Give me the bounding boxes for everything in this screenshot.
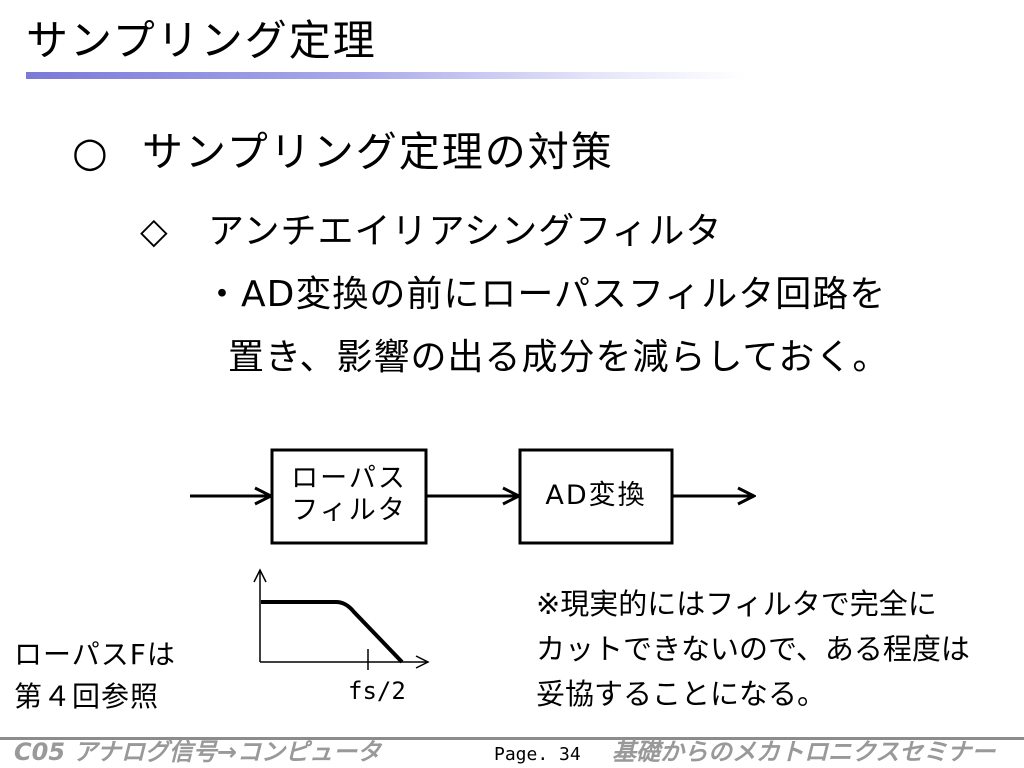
title-underline bbox=[26, 72, 746, 79]
bullet-line-2: 置き、影響の出る成分を減らしておく。 bbox=[228, 337, 890, 378]
bullet-line-1: ・AD変換の前にローパスフィルタ回路を bbox=[204, 274, 887, 315]
caution-note-line-2: カットできないので、ある程度は bbox=[536, 632, 970, 666]
cutoff-frequency-label: fs/2 bbox=[348, 677, 406, 705]
lowpass-reference-line-1: ローパスFは bbox=[14, 638, 176, 671]
caution-note: ※現実的にはフィルタで完全に カットできないので、ある程度は 妥協することになる… bbox=[536, 582, 970, 717]
lowpass-reference-note: ローパスFは 第４回参照 bbox=[14, 634, 176, 718]
lowpass-filter-block bbox=[270, 448, 428, 545]
lowpass-filter-label-line-2: フィルタ bbox=[291, 495, 407, 526]
footer-seminar-name: 基礎からのメカトロニクスセミナー bbox=[612, 738, 996, 766]
footer-rule bbox=[0, 737, 1024, 740]
lowpass-filter-label-line-1: ローパス bbox=[291, 463, 407, 494]
subheading-text: アンチエイリアシングフィルタ bbox=[208, 211, 723, 252]
page-number: Page. 34 bbox=[494, 744, 581, 765]
subheading: ◇ アンチエイリアシングフィルタ bbox=[140, 214, 722, 250]
lowpass-reference-line-2: 第４回参照 bbox=[14, 680, 160, 713]
heading: ○サンプリング定理の対策 bbox=[72, 132, 614, 173]
caution-note-line-3: 妥協することになる。 bbox=[536, 677, 827, 711]
circle-bullet-icon: ○ bbox=[72, 128, 110, 176]
ad-converter-block bbox=[518, 448, 674, 545]
footer-course-title: C05 アナログ信号→コンピュータ bbox=[14, 738, 381, 766]
diamond-bullet-icon: ◇ bbox=[140, 211, 169, 252]
lowpass-filter-label: ローパス フィルタ bbox=[272, 463, 426, 527]
ad-converter-label: AD変換 bbox=[545, 480, 647, 511]
filter-response-curve bbox=[261, 600, 404, 664]
caution-note-line-1: ※現実的にはフィルタで完全に bbox=[536, 587, 937, 621]
slide-title: サンプリング定理 bbox=[26, 16, 377, 65]
heading-text: サンプリング定理の対策 bbox=[142, 128, 614, 176]
